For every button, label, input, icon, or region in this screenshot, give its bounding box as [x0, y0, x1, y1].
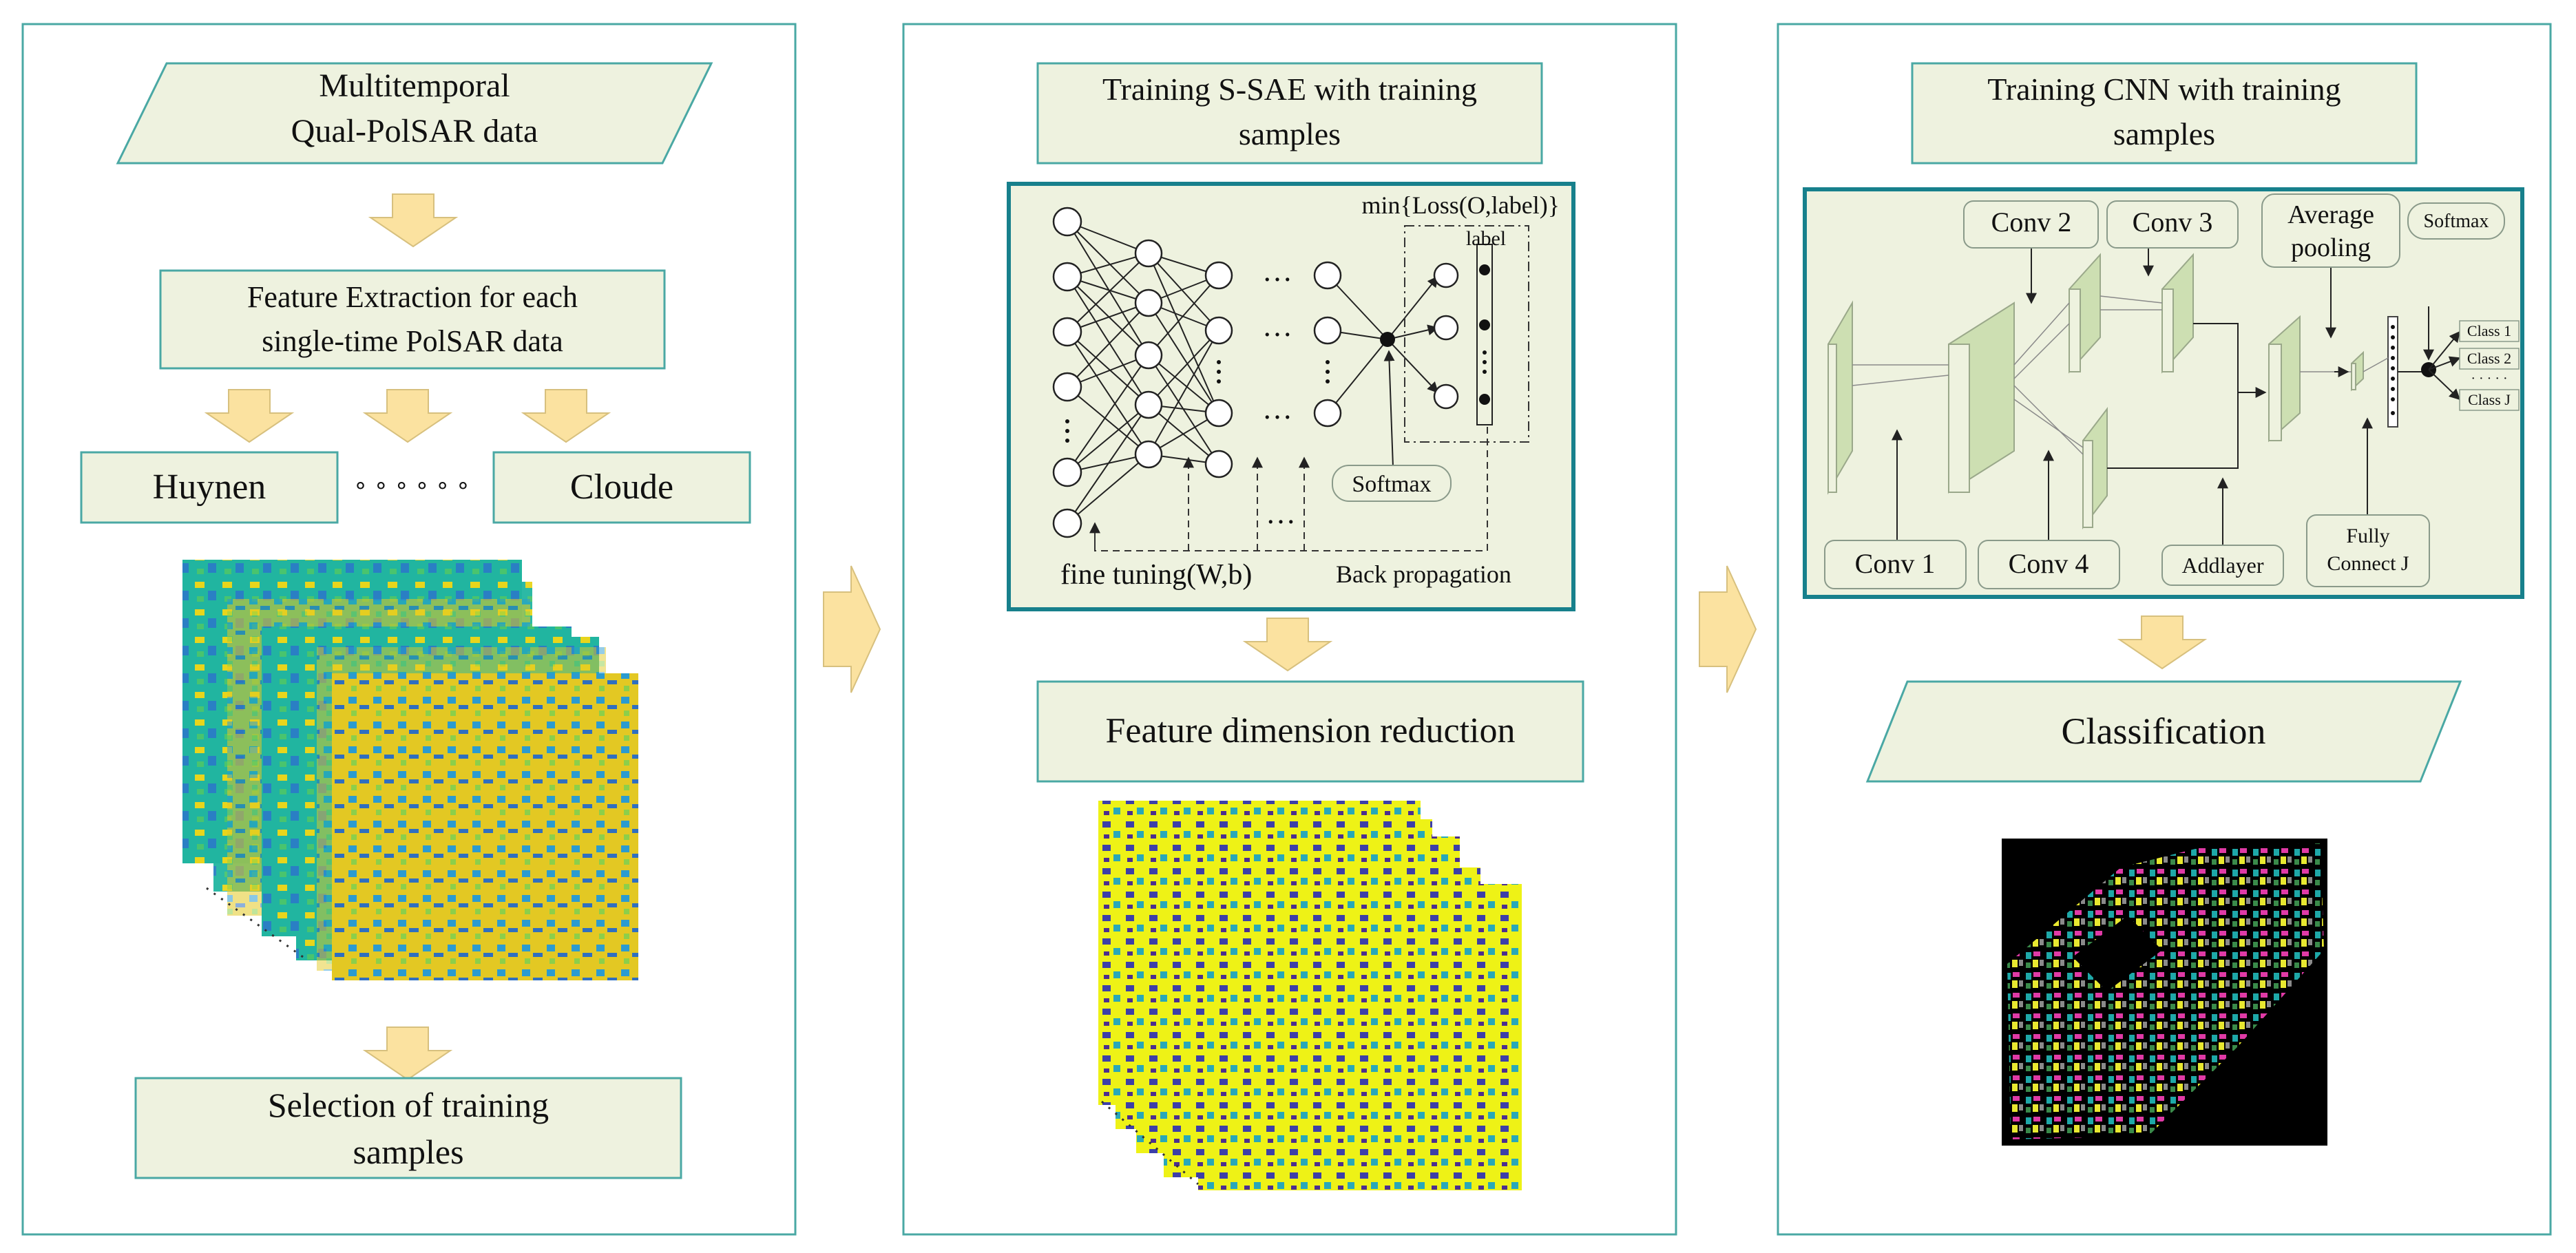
arrow-down-1: [370, 193, 457, 247]
cnn-network: Class 1 Class 2 · · · · · Class J Conv 1…: [1824, 193, 2520, 589]
conv4-label: Conv 4: [2009, 548, 2089, 579]
fully-connect-line1: Fully: [2346, 525, 2389, 547]
cloude-label: Cloude: [570, 467, 673, 507]
cnn-title-line2: samples: [2113, 116, 2215, 151]
classification-map: [2002, 839, 2327, 1146]
arrow-down-selection: [364, 1026, 451, 1080]
arrow-down-cloude: [523, 389, 609, 443]
conv2-label: Conv 2: [1991, 207, 2072, 238]
input-data-line1: Multitemporal: [319, 67, 510, 104]
cnn-softmax-box: [2407, 202, 2505, 240]
loss-text: min{Loss(O,label)}: [1361, 191, 1560, 219]
arrow-right-2: [1699, 565, 1757, 693]
feature-extraction-line2: single-time PolSAR data: [262, 324, 563, 358]
arrow-right-1: [823, 565, 881, 693]
cnn-softmax-label: Softmax: [2424, 211, 2489, 232]
fully-connect-box: [2306, 514, 2430, 587]
ssae-title-box: [1036, 62, 1543, 165]
reduction-label: Feature dimension reduction: [1106, 711, 1516, 750]
arrow-down-classification: [2119, 615, 2206, 669]
input-data-line2: Qual-PolSAR data: [291, 113, 538, 149]
ssae-network-box: [1007, 182, 1575, 611]
class2-box: [2459, 348, 2520, 370]
reduced-image-stack: [1098, 801, 1522, 1190]
conv4-box: [1978, 540, 2120, 589]
huynen-label: Huynen: [153, 467, 266, 507]
ssae-softmax-label: Softmax: [1352, 472, 1431, 497]
cloude-box: [492, 451, 751, 524]
cnn-title-line1: Training CNN with training: [1987, 72, 2341, 107]
ellipsis-row2: …: [1262, 309, 1292, 343]
classification-label: Classification: [2062, 710, 2266, 752]
addlayer-box: [2161, 545, 2284, 586]
reduction-box: [1036, 680, 1584, 783]
huynen-box: [80, 451, 339, 524]
classj-box: [2459, 389, 2520, 411]
addlayer-label: Addlayer: [2181, 553, 2263, 578]
ssae-softmax-box: [1332, 465, 1452, 502]
selection-box: [134, 1077, 682, 1179]
selection-line1: Selection of training: [268, 1086, 549, 1124]
extraction-dots: ∘ ∘ ∘ ∘ ∘ ∘: [353, 473, 470, 498]
ssae-title-line1: Training S-SAE with training: [1102, 72, 1477, 107]
ellipsis-bottom: …: [1266, 496, 1296, 530]
feature-extraction-line1: Feature Extraction for each: [247, 280, 578, 314]
classification-box: [1865, 680, 2462, 783]
ssae-title-line2: samples: [1239, 116, 1341, 151]
class2-label: Class 2: [2467, 350, 2511, 367]
ssae-network: … … … … label min{Loss(O,label)} Softmax…: [1052, 191, 1560, 591]
panel-2: [902, 23, 1677, 1236]
cnn-title-box: [1911, 62, 2418, 165]
arrow-down-huynen: [206, 389, 293, 443]
class1-label: Class 1: [2467, 322, 2511, 339]
arrow-down-middle: [364, 389, 451, 443]
back-propagation-text: Back propagation: [1336, 560, 1511, 588]
conv1-label: Conv 1: [1855, 548, 1936, 579]
classj-label: Class J: [2468, 391, 2511, 408]
arrow-down-reduction: [1244, 618, 1331, 671]
polsar-image-stack: [182, 560, 638, 980]
fully-connect-line2: Connect J: [2327, 552, 2409, 575]
class1-box: [2459, 320, 2520, 342]
class-dots: · · · · ·: [2471, 371, 2507, 386]
conv1-box: [1824, 540, 1967, 589]
ellipsis-row3: …: [1262, 392, 1292, 425]
avg-pooling-line1: Average: [2287, 200, 2374, 229]
panel-3: [1777, 23, 2552, 1236]
label-text: label: [1466, 227, 1506, 250]
input-data-box: [116, 62, 713, 165]
avg-pooling-box: [2261, 193, 2400, 268]
conv2-box: [1963, 200, 2099, 249]
conv3-label: Conv 3: [2133, 207, 2213, 238]
conv3-box: [2106, 200, 2239, 249]
fine-tuning-text: fine tuning(W,b): [1060, 559, 1252, 591]
feature-extraction-box: [159, 269, 666, 370]
selection-line2: samples: [353, 1133, 463, 1171]
panel-1: [21, 23, 797, 1236]
avg-pooling-line2: pooling: [2291, 233, 2371, 262]
ellipsis-row1: …: [1262, 254, 1292, 288]
